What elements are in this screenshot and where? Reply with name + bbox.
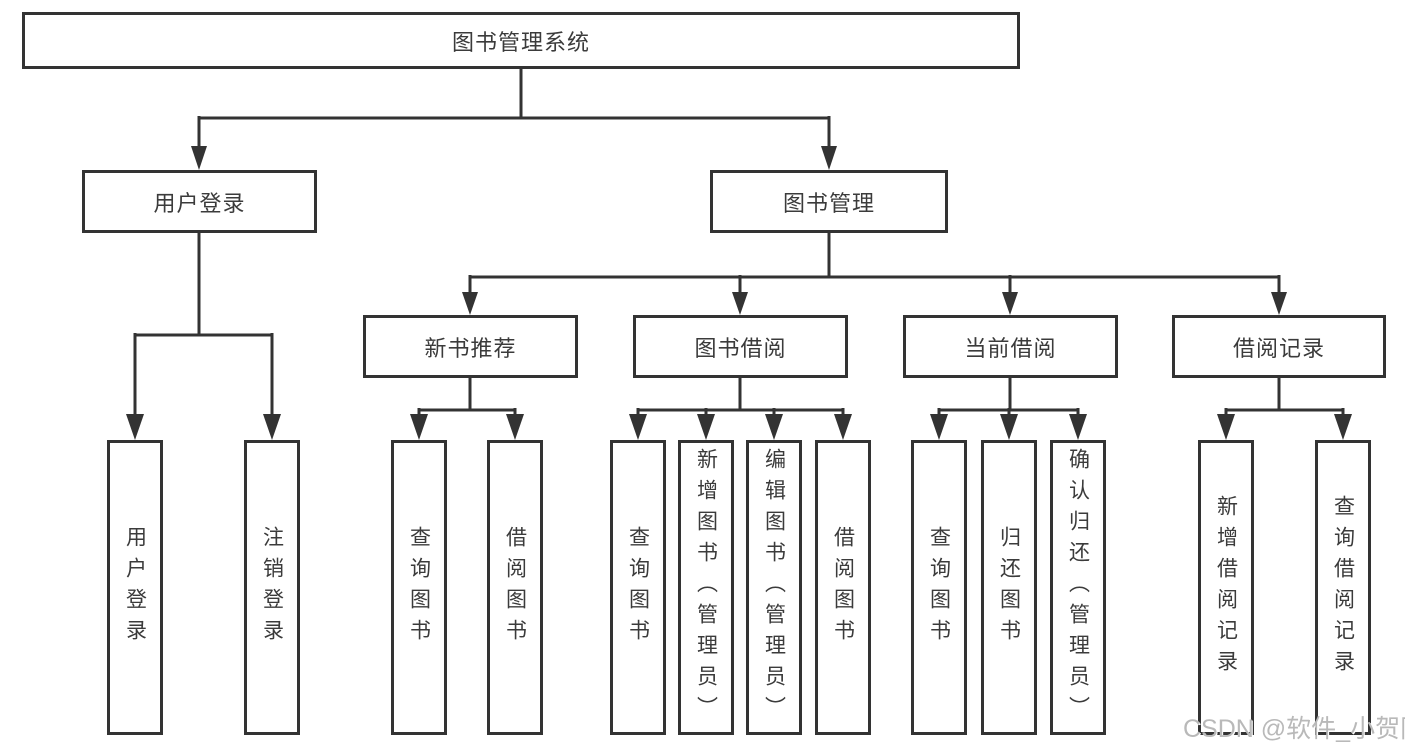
leaf-logout-login-label: 注销登录 — [260, 525, 284, 650]
node-borrow-records-label: 借阅记录 — [1232, 335, 1325, 361]
leaf-query-books-recommend-label: 查询图书 — [407, 525, 431, 650]
leaf-borrow-books-recommend-label: 借阅图书 — [503, 525, 527, 650]
node-current-borrow-label: 当前借阅 — [964, 335, 1057, 361]
leaf-add-borrow-record-label: 新增借阅记录 — [1214, 494, 1238, 681]
node-root: 图书管理系统 — [22, 12, 1020, 69]
node-user-login: 用户登录 — [82, 170, 317, 233]
leaf-query-books-recommend: 查询图书 — [391, 440, 447, 735]
leaf-query-borrow-record: 查询借阅记录 — [1315, 440, 1371, 735]
node-book-borrow: 图书借阅 — [633, 315, 848, 378]
leaf-add-book-admin-label: 新增图书（管理员） — [694, 448, 718, 727]
leaf-borrow-books-borrow-label: 借阅图书 — [831, 525, 855, 650]
leaf-query-books-current-label: 查询图书 — [927, 525, 951, 650]
node-user-login-label: 用户登录 — [153, 190, 246, 216]
node-book-mgmt: 图书管理 — [710, 170, 948, 233]
leaf-return-book-label: 归还图书 — [997, 525, 1021, 650]
watermark: CSDN @软件_小贺同学 — [1183, 715, 1405, 743]
node-new-book-recommend-label: 新书推荐 — [424, 335, 517, 361]
leaf-add-book-admin: 新增图书（管理员） — [678, 440, 734, 735]
leaf-confirm-return-admin: 确认归还（管理员） — [1050, 440, 1106, 735]
leaf-return-book: 归还图书 — [981, 440, 1037, 735]
node-book-mgmt-label: 图书管理 — [782, 190, 875, 216]
leaf-edit-book-admin-label: 编辑图书（管理员） — [762, 448, 786, 727]
leaf-confirm-return-admin-label: 确认归还（管理员） — [1066, 448, 1090, 727]
leaf-borrow-books-recommend: 借阅图书 — [487, 440, 543, 735]
node-borrow-records: 借阅记录 — [1172, 315, 1386, 378]
leaf-user-login-label: 用户登录 — [123, 525, 147, 650]
leaf-add-borrow-record: 新增借阅记录 — [1198, 440, 1254, 735]
node-new-book-recommend: 新书推荐 — [363, 315, 578, 378]
leaf-edit-book-admin: 编辑图书（管理员） — [746, 440, 802, 735]
leaf-query-books-borrow: 查询图书 — [610, 440, 666, 735]
leaf-query-borrow-record-label: 查询借阅记录 — [1331, 494, 1355, 681]
leaf-user-login: 用户登录 — [107, 440, 163, 735]
leaf-borrow-books-borrow: 借阅图书 — [815, 440, 871, 735]
node-current-borrow: 当前借阅 — [903, 315, 1118, 378]
leaf-logout-login: 注销登录 — [244, 440, 300, 735]
arrowheads — [126, 146, 1352, 440]
leaf-query-books-current: 查询图书 — [911, 440, 967, 735]
node-book-borrow-label: 图书借阅 — [694, 335, 787, 361]
node-root-label: 图书管理系统 — [451, 29, 590, 55]
leaf-query-books-borrow-label: 查询图书 — [626, 525, 650, 650]
